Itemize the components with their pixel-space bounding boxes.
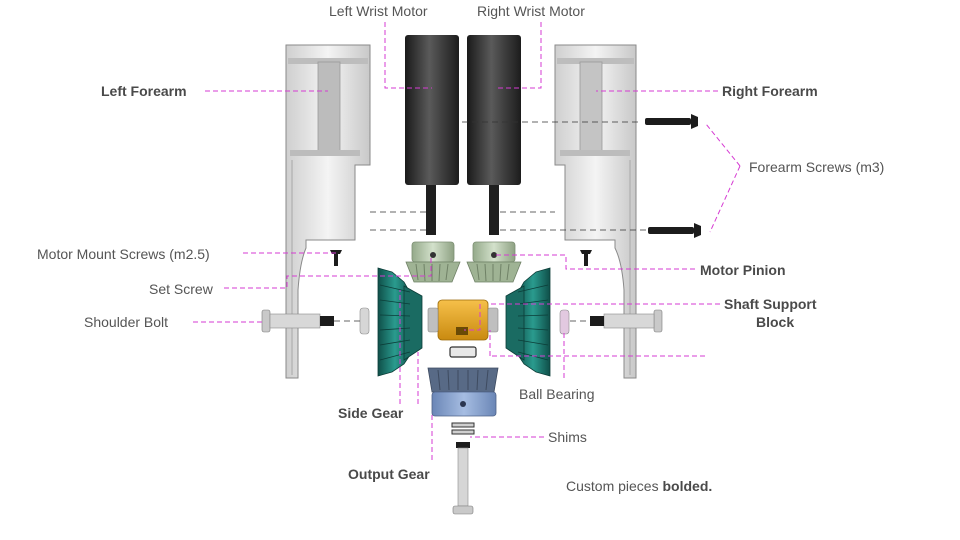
forearm-screw-upper	[645, 114, 698, 129]
side-gear-right	[505, 267, 551, 377]
label-side-gear: Side Gear	[338, 405, 404, 421]
side-gear-left	[377, 267, 423, 377]
motor-pinion-right	[466, 241, 522, 283]
label-forearm-screws: Forearm Screws (m3)	[749, 159, 885, 175]
label-shaft-support-block-line1: Shaft Support	[724, 296, 817, 312]
motor-mount-screw-left	[330, 250, 342, 266]
forearm-screw-lower	[648, 223, 701, 238]
label-shoulder-bolt: Shoulder Bolt	[84, 314, 169, 330]
legend-note: Custom pieces bolded.	[566, 478, 712, 494]
right-wrist-motor-part	[467, 35, 521, 235]
legend-note-bold: bolded.	[662, 478, 713, 494]
ball-bearing-left	[359, 307, 370, 335]
right-forearm-part	[554, 44, 637, 379]
assembly-axes	[334, 121, 648, 322]
label-output-gear: Output Gear	[348, 466, 430, 482]
label-right-wrist-motor: Right Wrist Motor	[477, 3, 585, 19]
label-motor-mount-screws: Motor Mount Screws (m2.5)	[37, 246, 210, 262]
shaft-support-block-part	[427, 299, 499, 341]
label-set-screw: Set Screw	[149, 281, 213, 297]
motor-mount-screw-right	[580, 250, 592, 266]
label-left-wrist-motor: Left Wrist Motor	[329, 3, 428, 19]
label-ball-bearing: Ball Bearing	[519, 386, 595, 402]
spacer-washer	[449, 346, 477, 358]
shims-part	[451, 422, 475, 435]
legend-note-prefix: Custom pieces	[566, 478, 663, 494]
label-right-forearm: Right Forearm	[722, 83, 818, 99]
label-shims: Shims	[548, 429, 587, 445]
label-motor-pinion: Motor Pinion	[700, 262, 786, 278]
shoulder-bolt-left	[261, 309, 334, 333]
motor-pinion-left	[405, 241, 461, 283]
shoulder-bolt-right	[590, 309, 663, 333]
leader-lines	[193, 22, 741, 460]
ball-bearing-right	[559, 309, 570, 335]
left-wrist-motor-part	[405, 35, 459, 235]
label-shaft-support-block-line2: Block	[756, 314, 795, 330]
left-forearm-part	[285, 44, 371, 379]
output-shaft-bolt	[452, 442, 474, 515]
label-left-forearm: Left Forearm	[101, 83, 187, 99]
output-gear-part	[427, 367, 499, 417]
